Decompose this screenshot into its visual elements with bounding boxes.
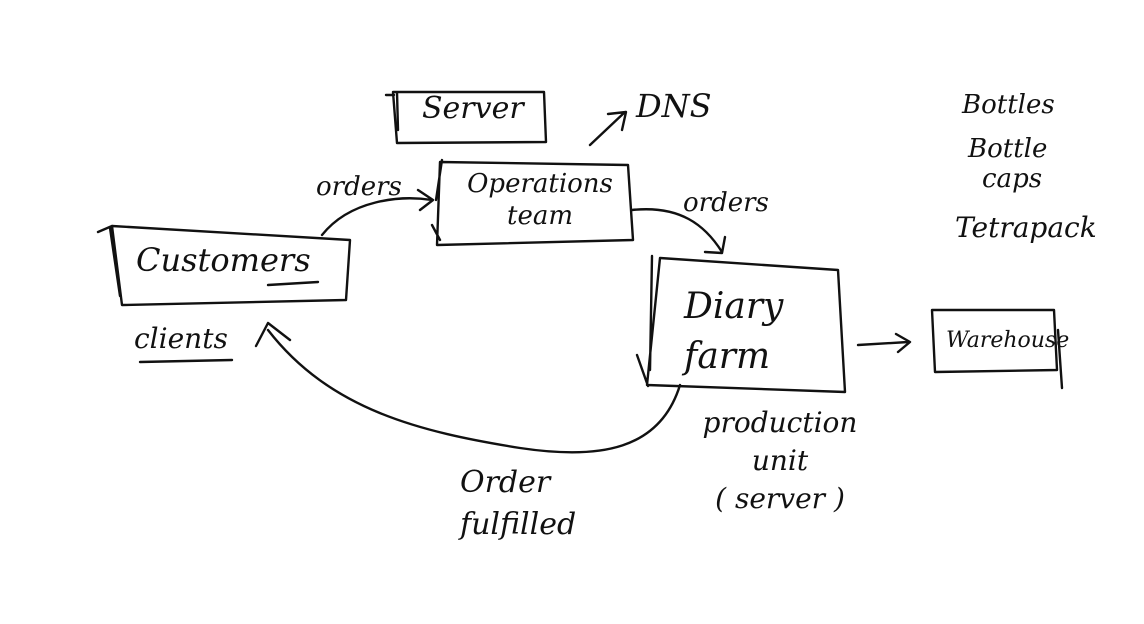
- production-line-1: production: [702, 406, 858, 439]
- customers-to-ops-arrow: [320, 188, 435, 237]
- materials-tetrapack: Tetrapack: [955, 211, 1097, 244]
- dairy-to-clients-arrow: [254, 321, 682, 454]
- orders-left-label: orders: [316, 172, 402, 202]
- operations-line-1: Operations: [467, 169, 613, 199]
- warehouse-box: [930, 308, 1064, 390]
- operations-line-2: team: [507, 201, 573, 231]
- customers-label: Customers: [136, 241, 311, 279]
- customers-box: [96, 224, 352, 307]
- warehouse-label: Warehouse: [946, 328, 1070, 353]
- clients-label: clients: [134, 322, 228, 355]
- production-unit-label: production unit ( server ): [680, 404, 880, 518]
- operations-team-label: Operations team: [455, 168, 625, 232]
- order-fulfilled-label: Order fulfilled: [460, 462, 576, 546]
- ops-to-dairy-arrow: [630, 208, 727, 255]
- clients-underline: [138, 358, 234, 364]
- operations-box: [430, 158, 635, 247]
- dns-label: DNS: [636, 87, 712, 125]
- materials-bottles: Bottles: [962, 90, 1055, 120]
- dairy-line-2: farm: [684, 336, 771, 377]
- production-line-2: unit: [751, 444, 809, 477]
- customers-underline: [266, 280, 320, 287]
- server-label: Server: [422, 91, 524, 126]
- fulfilled-line-2: fulfilled: [460, 507, 577, 542]
- materials-bottle: Bottle: [968, 134, 1048, 164]
- server-box: [384, 90, 548, 145]
- dairy-farm-box: [635, 254, 847, 394]
- materials-caps: caps: [982, 164, 1043, 194]
- ops-to-dns-arrow: [588, 110, 628, 147]
- production-line-3: ( server ): [715, 482, 845, 515]
- fulfilled-line-1: Order: [460, 465, 551, 500]
- orders-right-label: orders: [683, 188, 769, 218]
- dairy-farm-label: Diary farm: [684, 282, 783, 382]
- dairy-line-1: Diary: [684, 286, 784, 327]
- dairy-to-warehouse-arrow: [856, 332, 912, 354]
